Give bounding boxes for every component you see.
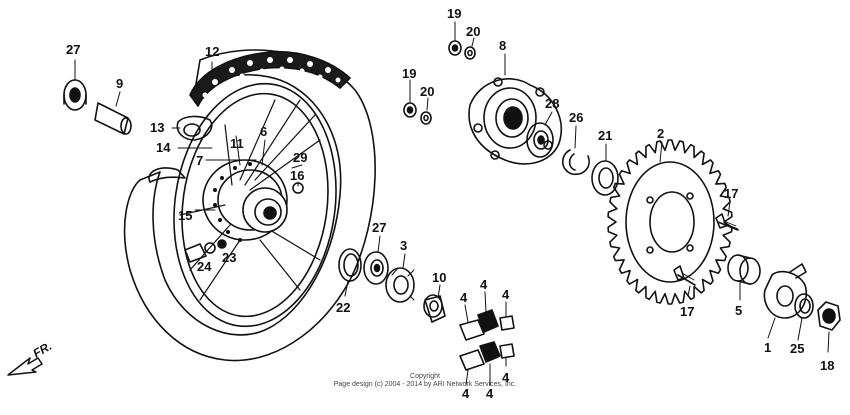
callout-4-d: 4	[462, 386, 470, 401]
callout-23: 23	[222, 250, 236, 265]
bearing-27-right[interactable]	[363, 251, 389, 285]
callout-26: 26	[569, 110, 583, 125]
nut-19-top[interactable]	[448, 40, 462, 56]
sprocket-flange-8[interactable]	[468, 77, 562, 165]
washer-20-mid[interactable]	[420, 111, 432, 125]
bearing-27-left[interactable]	[63, 79, 87, 111]
circlip-22[interactable]	[338, 248, 362, 282]
rim-inner	[181, 92, 329, 318]
callout-17-upper: 17	[724, 186, 738, 201]
callout-19-mid: 19	[402, 66, 416, 81]
callout-14: 14	[156, 140, 171, 155]
callout-13: 13	[150, 120, 164, 135]
callout-3: 3	[400, 238, 407, 253]
front-direction-arrow: FR.	[7, 339, 55, 376]
callout-numbers: 27 12 9 13 14 11 6 7 29 16 15 24 23 19 2…	[66, 6, 834, 401]
callout-19-top: 19	[447, 6, 461, 21]
bolt-17-upper[interactable]	[715, 213, 739, 231]
callout-4-b: 4	[480, 277, 488, 292]
bearing-28[interactable]	[526, 122, 554, 158]
callout-20-mid: 20	[420, 84, 434, 99]
callout-7: 7	[196, 153, 203, 168]
washer-20-top[interactable]	[464, 46, 476, 60]
callout-18: 18	[820, 358, 834, 373]
callout-10: 10	[432, 270, 446, 285]
tire-outline	[123, 49, 376, 362]
callout-4-a: 4	[460, 290, 468, 305]
copyright-line1: Copyright	[410, 373, 440, 380]
sprocket-2[interactable]	[607, 139, 733, 305]
rim-edge	[173, 82, 337, 328]
callout-8: 8	[499, 38, 506, 53]
callout-28: 28	[545, 96, 559, 111]
adjuster-blocks-4[interactable]	[459, 309, 515, 371]
bolt-17-lower[interactable]	[673, 265, 696, 286]
washer-25[interactable]	[794, 293, 814, 319]
wheel-assembly[interactable]	[123, 49, 376, 362]
tread-blocks	[202, 57, 341, 98]
nut-19-mid[interactable]	[403, 102, 417, 118]
callout-5: 5	[735, 303, 742, 318]
callout-9: 9	[116, 76, 123, 91]
collar-10[interactable]	[423, 294, 446, 323]
callout-27-right: 27	[372, 220, 386, 235]
callout-16: 16	[290, 168, 304, 183]
callout-12: 12	[205, 44, 219, 59]
oil-seal-21[interactable]	[591, 160, 619, 196]
callout-4-f: 4	[502, 370, 510, 385]
tube-end	[148, 167, 186, 183]
valve-stem	[184, 243, 207, 263]
callout-17-lower: 17	[680, 304, 694, 319]
callout-29: 29	[293, 150, 307, 165]
callout-11: 11	[230, 136, 244, 151]
callout-4-e: 4	[486, 386, 494, 401]
fr-label: FR.	[31, 339, 55, 361]
axle-nut-18[interactable]	[817, 301, 841, 331]
callout-2: 2	[657, 126, 664, 141]
callout-24: 24	[197, 259, 212, 274]
callout-21: 21	[598, 128, 612, 143]
circlip-26[interactable]	[561, 149, 590, 176]
spacer-9[interactable]	[94, 102, 132, 135]
callout-15: 15	[178, 208, 192, 223]
copyright-line2: Page design (c) 2004 - 2014 by ARI Netwo…	[334, 381, 517, 388]
valve-cap	[217, 239, 227, 249]
damper-3[interactable]	[385, 267, 415, 303]
callout-27-left: 27	[66, 42, 80, 57]
callout-22: 22	[336, 300, 350, 315]
callout-25: 25	[790, 341, 804, 356]
hub	[202, 159, 304, 242]
leader-lines	[74, 21, 830, 386]
callout-6: 6	[260, 124, 267, 139]
callout-1: 1	[764, 340, 771, 355]
callout-20-top: 20	[466, 24, 480, 39]
rim-band-13[interactable]	[176, 115, 213, 141]
collar-5[interactable]	[727, 254, 761, 285]
valve-nut	[204, 242, 216, 254]
callout-4-c: 4	[502, 287, 510, 302]
